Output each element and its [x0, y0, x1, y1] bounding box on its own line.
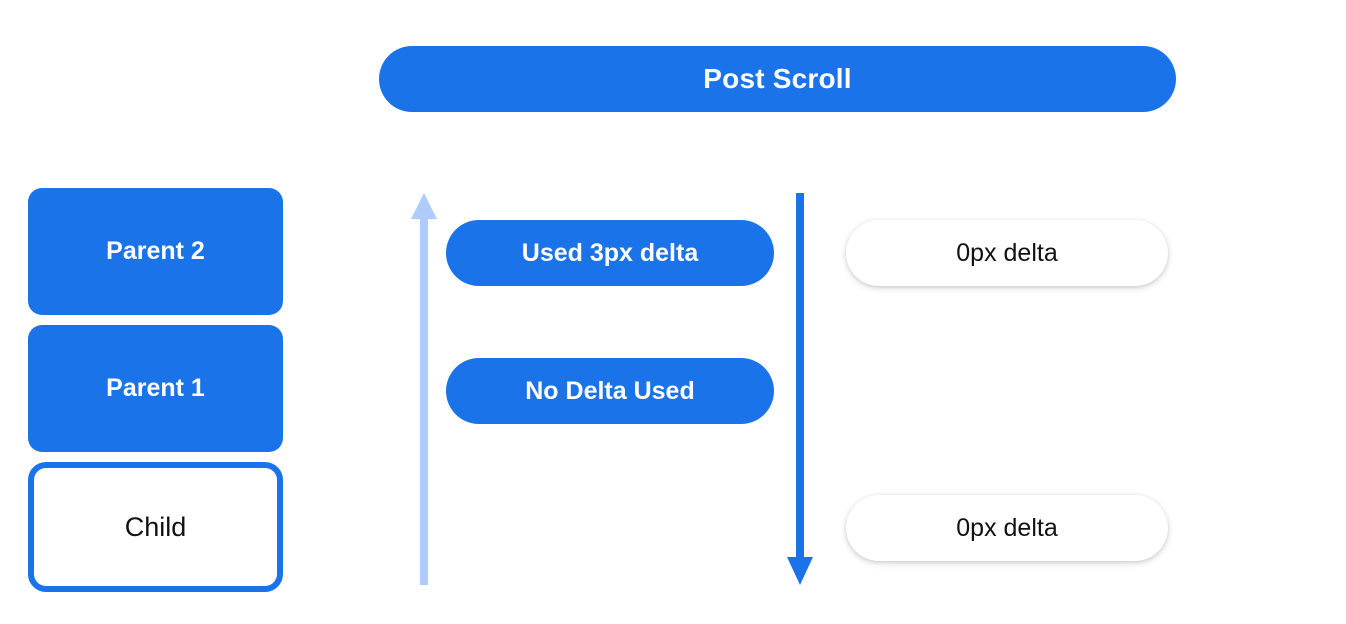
post-scroll-header-label: Post Scroll [703, 63, 852, 94]
pill-0px-delta-top: 0px delta [846, 220, 1168, 286]
pill-0px-delta-top-label: 0px delta [956, 238, 1058, 267]
stack-box-parent-1[interactable]: Parent 1 [28, 325, 283, 452]
scroll-up-arrow [410, 193, 438, 590]
post-scroll-header: Post Scroll [379, 46, 1176, 112]
pill-used-3px-delta: Used 3px delta [446, 220, 774, 286]
stack-box-child[interactable]: Child [28, 462, 283, 592]
scroll-down-arrow [786, 193, 814, 590]
pill-0px-delta-bottom-label: 0px delta [956, 513, 1058, 542]
pill-no-delta-used: No Delta Used [446, 358, 774, 424]
stack-box-parent-1-label: Parent 1 [106, 374, 205, 402]
stack-box-child-label: Child [124, 511, 187, 542]
stack-box-parent-2-label: Parent 2 [106, 237, 205, 265]
pill-no-delta-used-label: No Delta Used [525, 376, 695, 405]
pill-0px-delta-bottom: 0px delta [846, 495, 1168, 561]
stack-box-parent-2[interactable]: Parent 2 [28, 188, 283, 315]
pill-used-3px-delta-label: Used 3px delta [521, 238, 699, 267]
element-stack: Parent 2 Parent 1 Child [28, 188, 283, 592]
